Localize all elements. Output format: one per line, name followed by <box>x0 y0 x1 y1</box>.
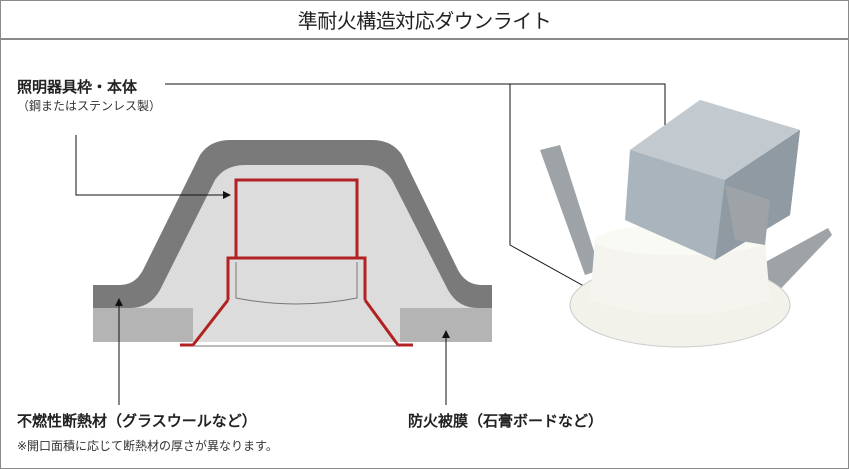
insulation-label: 不燃性断熱材（グラスウールなど） <box>17 412 257 430</box>
title-bar: 準耐火構造対応ダウンライト <box>0 0 849 40</box>
insulation-note: ※開口面積に応じて断熱材の厚さが異なります。 <box>17 439 278 453</box>
cross-section <box>93 140 492 347</box>
fixture-label: 照明器具枠・本体 <box>17 78 138 96</box>
page-title: 準耐火構造対応ダウンライト <box>297 8 552 33</box>
fixture-sublabel: （鋼またはステンレス製） <box>17 99 162 113</box>
fixture-outline <box>180 178 413 347</box>
insulation <box>93 140 492 308</box>
fire-cover-label: 防火被膜（石膏ボードなど） <box>408 412 604 430</box>
downlight-product-image <box>540 100 832 348</box>
fire-board-left <box>93 308 193 342</box>
